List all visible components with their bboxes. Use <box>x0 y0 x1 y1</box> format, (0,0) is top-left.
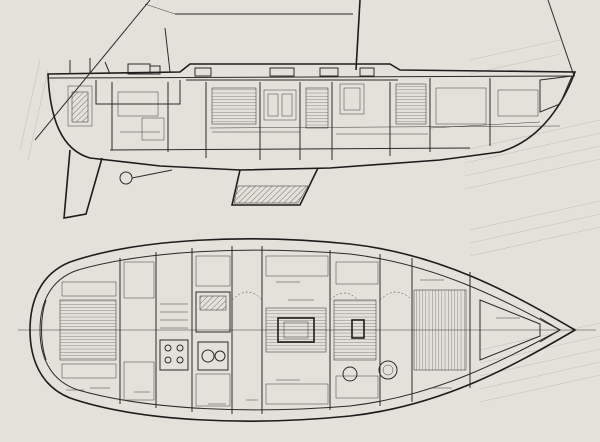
berths-and-settees <box>123 255 379 407</box>
mast-step <box>351 319 365 339</box>
rudder <box>63 149 103 219</box>
bow-point <box>539 317 561 343</box>
stove-burner-4 <box>176 356 184 364</box>
cockpit-grating <box>59 299 117 361</box>
galley-sink-2 <box>214 350 226 362</box>
profile-bulkheads <box>111 78 491 160</box>
deck-hardware <box>69 27 375 77</box>
plan-hull <box>29 238 577 422</box>
prop-shaft <box>131 169 173 179</box>
saloon-sole <box>265 307 327 353</box>
galley <box>159 339 229 371</box>
companionway-steps <box>160 303 188 329</box>
stove-burner-1 <box>164 344 172 352</box>
plan-annotation-marks <box>66 279 520 405</box>
vberth <box>413 289 467 371</box>
plan-inner-hull <box>39 249 562 411</box>
aft-locker <box>61 281 117 297</box>
stove-burner-2 <box>176 344 184 352</box>
keel-ballast <box>233 185 309 204</box>
forestay <box>547 0 575 77</box>
toilet <box>342 366 358 382</box>
chart-table-hatch <box>199 295 227 311</box>
forward-cabin-sole <box>333 299 377 361</box>
saloon-table-leaf <box>283 321 309 339</box>
profile-cabinetry <box>67 83 541 141</box>
chart-table <box>195 291 231 333</box>
bow-locker <box>539 75 573 113</box>
sheer-line <box>47 75 576 79</box>
profile-view <box>34 0 577 219</box>
galley-sink <box>201 349 215 363</box>
saloon-table <box>277 317 315 343</box>
plan-view <box>18 238 596 422</box>
chain-locker <box>479 299 541 361</box>
stove-burner-3 <box>164 356 172 364</box>
cockpit-well <box>95 80 181 105</box>
aft-locker-port <box>61 363 117 379</box>
head-compartment <box>342 360 398 382</box>
mast <box>355 0 361 71</box>
profile-hull <box>47 63 577 171</box>
cabin-sole-line <box>109 147 471 151</box>
head-basin <box>378 360 398 380</box>
berth-line <box>209 125 561 129</box>
plan-bulkheads <box>119 246 471 414</box>
mainsail-leech <box>144 3 176 15</box>
door-swings <box>231 291 413 301</box>
transom <box>41 299 47 361</box>
keel <box>230 167 319 206</box>
